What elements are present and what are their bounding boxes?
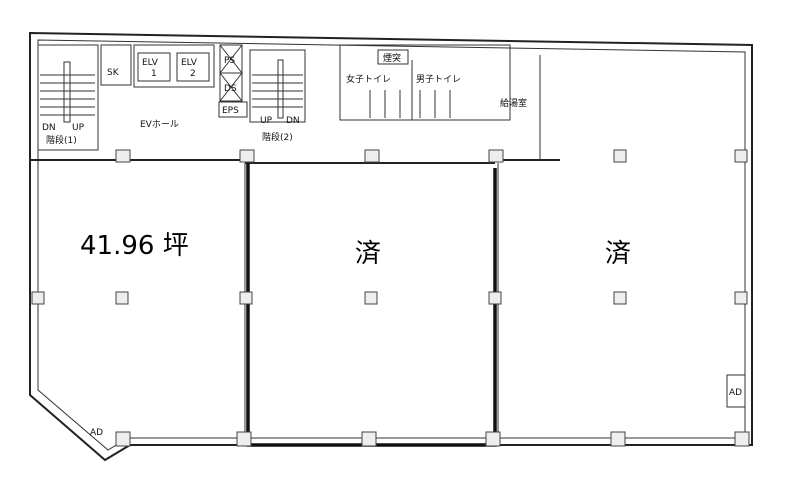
occupied-label-1: 済 [355, 239, 381, 269]
smoke-label: 煙突 [383, 52, 401, 64]
stairs2-label: 階段(2) [262, 131, 293, 143]
ad-label-2: AD [90, 428, 103, 438]
ad-label: AD [729, 388, 742, 398]
up-label: UP [260, 116, 273, 126]
up-label: UP [72, 123, 85, 133]
elv1-number: 1 [151, 69, 157, 79]
occupied-label-2: 済 [605, 239, 631, 269]
dn-label: DN [42, 123, 56, 133]
ds-label: DS [224, 84, 237, 94]
womens-toilet-label: 女子トイレ [346, 73, 391, 85]
stairs-1: DN UP 階段(1) [37, 44, 99, 151]
dn-label: DN [286, 116, 300, 126]
core-wall [30, 159, 560, 164]
available-area-label: 41.96 坪 [80, 231, 189, 261]
stairs-2: UP DN 階段(2) [249, 49, 306, 143]
eps-label: EPS [222, 106, 239, 116]
ps-label: PS [224, 56, 235, 66]
elv2-number: 2 [190, 69, 196, 79]
elv1-label: ELV [142, 58, 159, 68]
kitchenette-label: 給湯室 [500, 97, 527, 109]
sk-label: SK [107, 68, 120, 78]
elv2-label: ELV [181, 58, 198, 68]
columns [31, 149, 750, 447]
mens-toilet-label: 男子トイレ [416, 74, 461, 85]
stairs1-label: 階段(1) [46, 134, 77, 146]
ev-hall-label: EVホール [140, 119, 179, 130]
